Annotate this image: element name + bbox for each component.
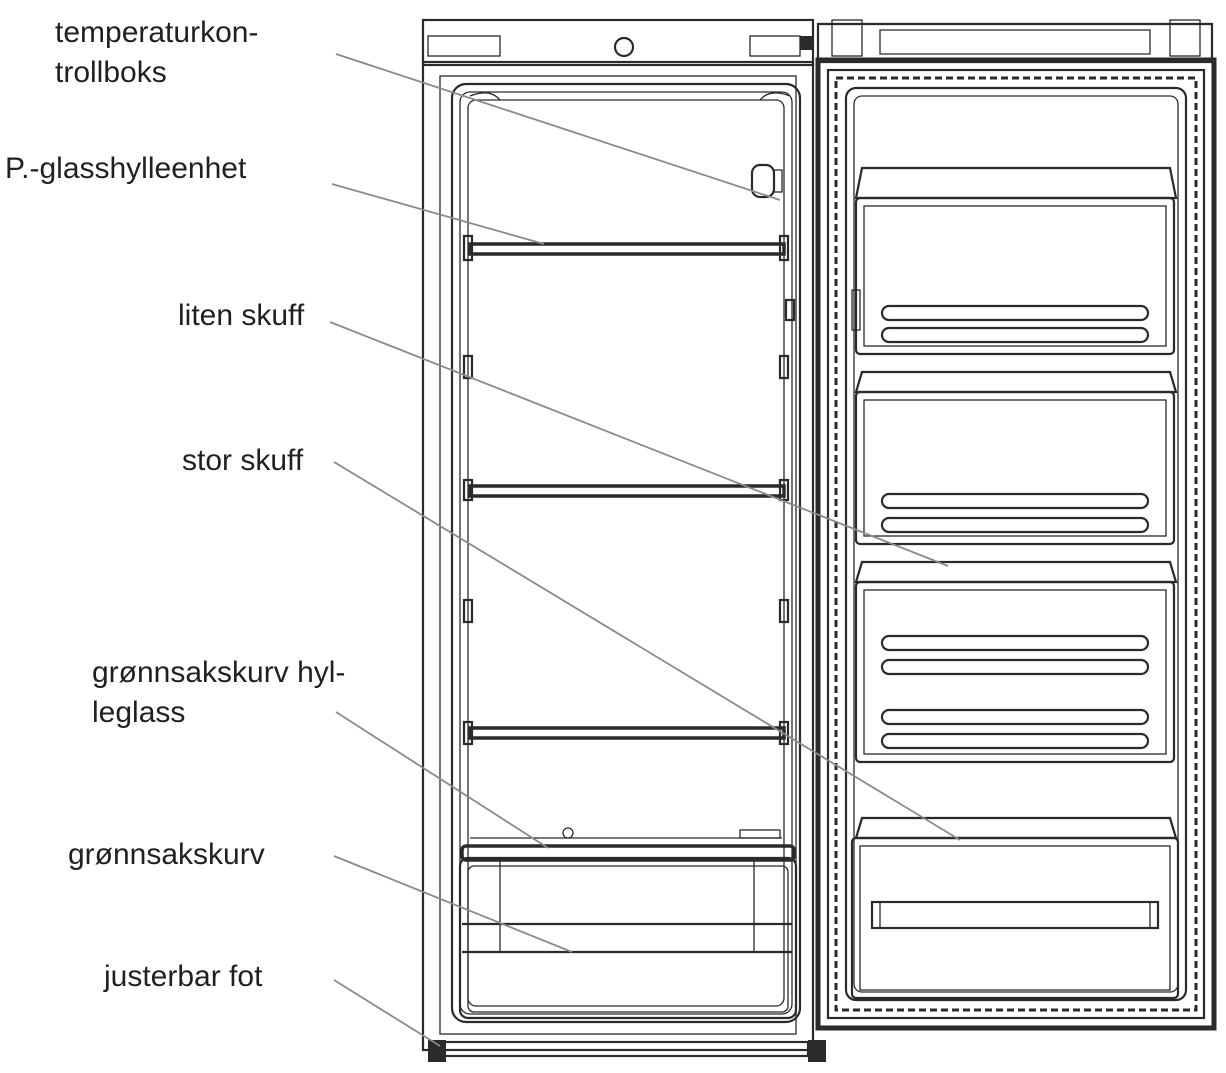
label-crisper: grønnsakskurv	[68, 838, 265, 871]
label-large-drawer: stor skuff	[182, 444, 304, 477]
glass-shelves	[468, 242, 786, 740]
label-crisper-glass-line1: grønnsakskurv hyl-	[92, 656, 345, 689]
adjustable-foot-right	[808, 1040, 826, 1062]
label-temperature-box-line1: temperaturkon-	[55, 16, 258, 49]
door-bins	[850, 166, 1180, 1000]
adjustable-foot-left	[428, 1040, 446, 1062]
label-small-drawer: liten skuff	[178, 299, 305, 332]
fridge-door	[815, 19, 1217, 1031]
fridge-cabinet	[421, 18, 826, 1062]
shelf-supports	[462, 234, 796, 746]
callout-labels: temperaturkon- trollboks P.-glasshylleen…	[5, 16, 345, 993]
top-knob-icon	[613, 36, 635, 58]
label-glass-shelf: P.-glasshylleenhet	[5, 152, 247, 185]
label-adjustable-foot: justerbar fot	[103, 960, 263, 993]
label-temperature-box-line2: trollboks	[55, 56, 167, 89]
leader-lines	[329, 53, 961, 1047]
label-crisper-glass-line2: leglass	[92, 696, 185, 729]
crisper-assembly	[458, 827, 798, 1020]
